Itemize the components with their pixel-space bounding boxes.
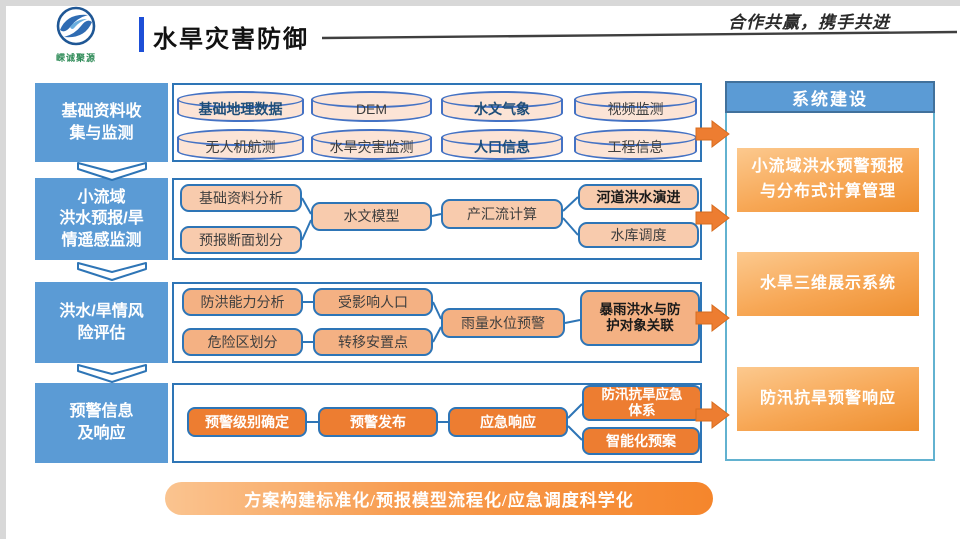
title-accent-bar [139,17,144,52]
down-arrow-icon [77,364,147,383]
node-runoff-calculation: 产汇流计算 [441,199,563,229]
company-logo: 嵘诚聚源 [44,6,108,64]
cylinder-basic-geographic-data: 基础地理数据 [177,91,304,122]
stage-label-risk-assessment: 洪水/旱情风 险评估 [35,282,168,363]
node-emergency-response: 应急响应 [448,407,568,437]
node-river-flood-routing: 河道洪水演进 [578,184,699,210]
node-warning-level: 预警级别确定 [187,407,307,437]
logo-text: 嵘诚聚源 [55,53,96,63]
system-item-3d-display: 水旱三维展示系统 [737,252,919,316]
system-item-warning-response: 防汛抗旱预警响应 [737,367,919,431]
node-intelligent-plan: 智能化预案 [582,427,700,455]
node-relocation-sites: 转移安置点 [313,328,433,356]
page-title: 水旱灾害防御 [153,26,309,53]
system-construction-header: 系统建设 [725,81,935,113]
footer-banner: 方案构建标准化/预报模型流程化/应急调度科学化 [165,482,713,515]
top-gray-strip [0,0,960,6]
system-item-forecast-management: 小流域洪水预警预报 与分布式计算管理 [737,148,919,212]
cylinder-hydro-meteorology: 水文气象 [441,91,563,122]
cylinder-uav-survey: 无人机航测 [177,129,304,160]
stage-label-flood-forecast: 小流域 洪水预报/旱 情遥感监测 [35,178,168,260]
cylinder-dem: DEM [311,91,432,122]
cylinder-video-monitoring: 视频监测 [574,91,697,122]
node-warning-release: 预警发布 [318,407,438,437]
node-rain-waterlevel-warning: 雨量水位预警 [441,308,565,338]
node-storm-protection-link: 暴雨洪水与防 护对象关联 [580,290,700,346]
node-forecast-section-division: 预报断面划分 [180,226,302,254]
node-hydrologic-model: 水文模型 [311,202,432,231]
stage-label-data-collection: 基础资料收 集与监测 [35,83,168,162]
cylinder-disaster-monitoring: 水旱灾害监测 [311,129,432,160]
node-emergency-system: 防汛抗旱应急 体系 [582,385,702,421]
cylinder-population-info: 人口信息 [441,129,563,160]
down-arrow-icon [77,262,147,281]
left-gray-strip [0,0,6,539]
logo-emblem-icon [56,6,96,46]
node-affected-population: 受影响人口 [313,288,433,316]
header-slogan: 合作共赢，携手共进 [728,13,890,32]
cylinder-engineering-info: 工程信息 [574,129,697,160]
node-flood-control-capacity: 防洪能力分析 [182,288,303,316]
stage-label-warning-response: 预警信息 及响应 [35,383,168,463]
node-reservoir-operation: 水库调度 [578,222,699,248]
node-danger-zone-division: 危险区划分 [182,328,303,356]
node-basic-data-analysis: 基础资料分析 [180,184,302,212]
